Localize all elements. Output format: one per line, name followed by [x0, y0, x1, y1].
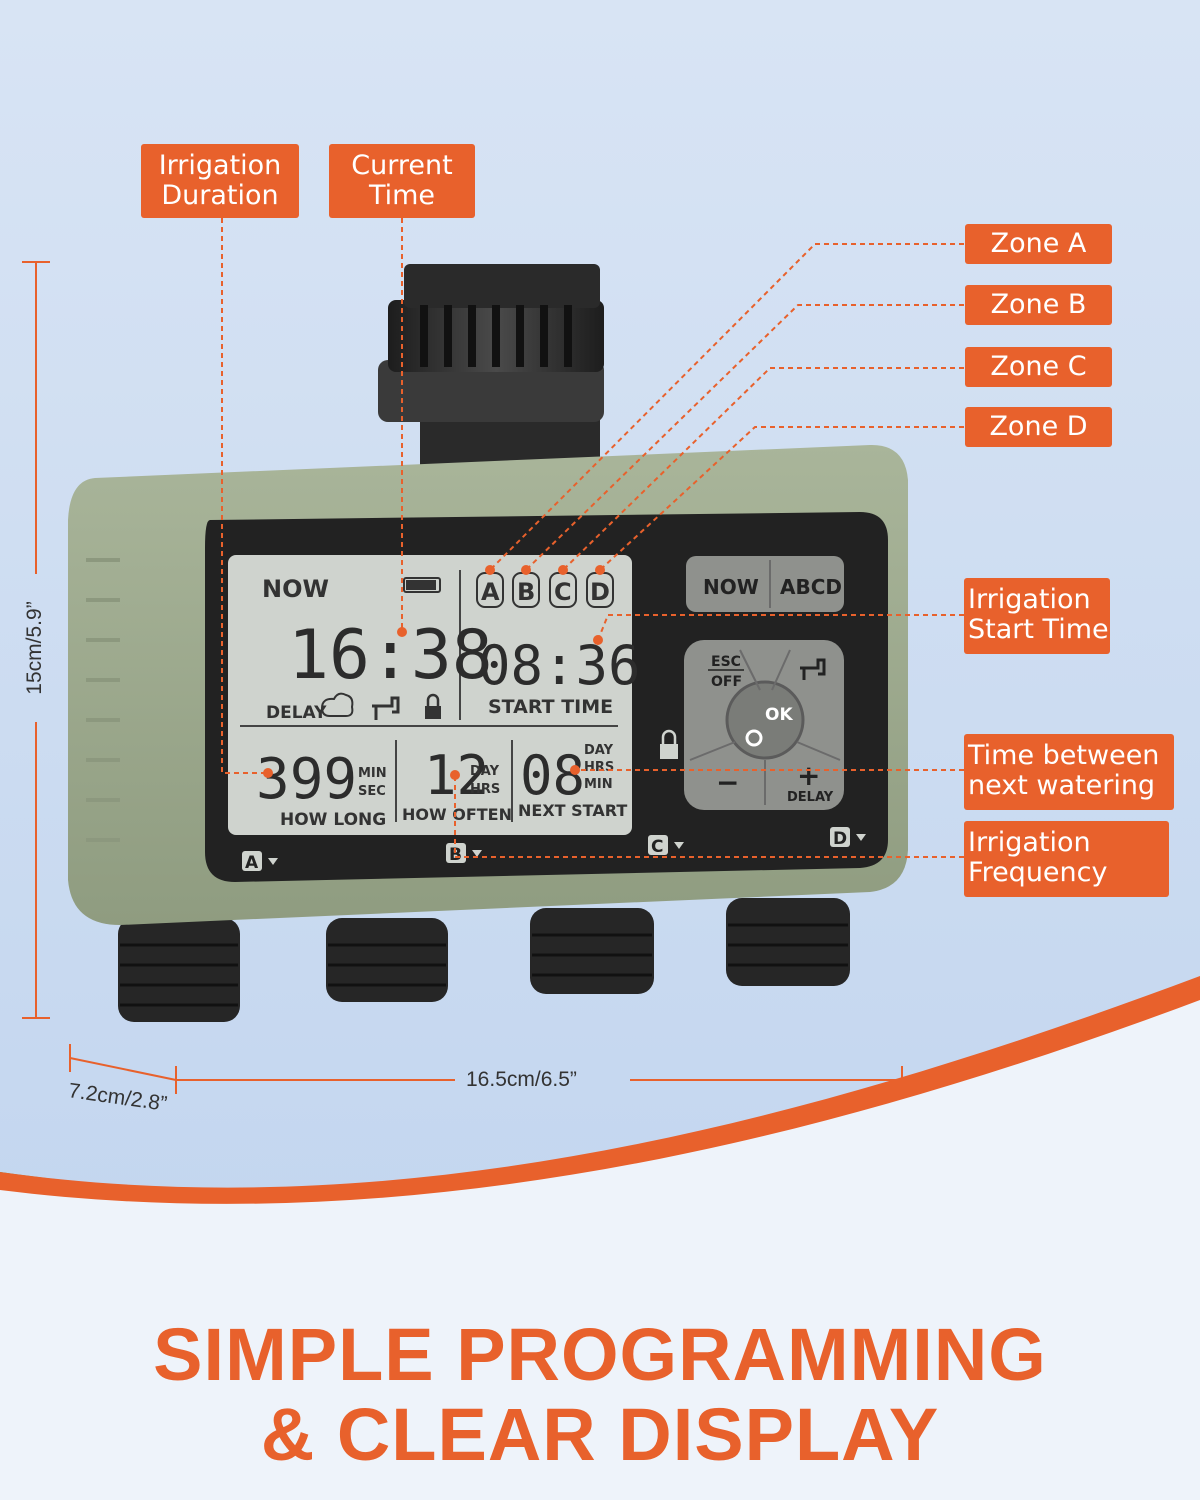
- outlet-marker-a: A: [245, 853, 259, 873]
- outlet-marker-b: B: [449, 845, 462, 865]
- callout-zone-b: Zone B: [965, 285, 1112, 325]
- lcd-dividers: [240, 570, 618, 822]
- lcd-duration: 399: [256, 747, 357, 812]
- minus-button-label[interactable]: −: [716, 766, 739, 799]
- lcd-unit-day: DAY: [470, 764, 500, 779]
- ok-label: OK: [765, 705, 793, 725]
- bottom-panel: [0, 1000, 1200, 1500]
- lcd-zone-c: C: [554, 578, 572, 606]
- delay-button-label: DELAY: [787, 790, 834, 805]
- manual-water-icon: [800, 658, 826, 680]
- outlet-connectors: [118, 898, 850, 1022]
- callout-zone-d: Zone D: [965, 407, 1112, 447]
- lcd-start-time: 08:36: [478, 634, 641, 697]
- lcd-now-label: NOW: [262, 575, 329, 603]
- lcd-unit-sec: SEC: [358, 784, 386, 799]
- off-label: OFF: [711, 674, 742, 690]
- lcd-unit-min: MIN: [358, 766, 387, 781]
- callout-current-time: Current Time: [329, 144, 475, 218]
- now-button-label: NOW: [703, 575, 759, 599]
- callout-irrigation-start-time: Irrigation Start Time: [964, 578, 1110, 654]
- esc-label: ESC: [711, 654, 741, 670]
- lcd-zone-b: B: [517, 578, 535, 606]
- callout-leader-lines: [221, 218, 964, 858]
- battery-icon: [403, 577, 441, 593]
- faucet-icon: [372, 696, 400, 720]
- now-abcd-button[interactable]: NOW ABCD: [686, 556, 844, 612]
- callout-irrigation-duration: Irrigation Duration: [141, 144, 299, 218]
- body-grip-ribs: [86, 558, 120, 842]
- lcd-next-start-label: NEXT START: [518, 801, 627, 820]
- lcd-clock: 16:38: [288, 616, 493, 695]
- headline-line-2: & CLEAR DISPLAY: [260, 1393, 940, 1476]
- height-dimension-label: 15cm/5.9”: [23, 601, 46, 695]
- panel-lock-icon: [660, 744, 678, 759]
- lcd-zone-d: D: [590, 578, 610, 606]
- outlet-marker-c: C: [651, 837, 663, 857]
- lcd-next-unit-hrs: HRS: [584, 760, 614, 775]
- abcd-button-label: ABCD: [780, 575, 842, 599]
- width-dimension-label: 16.5cm/6.5”: [466, 1068, 577, 1091]
- lcd-next-unit-min: MIN: [584, 777, 613, 792]
- control-pad[interactable]: ESC OFF OK − + DELAY: [684, 640, 844, 810]
- rain-delay-icon: [320, 692, 354, 717]
- lcd-next-unit-day: DAY: [584, 743, 614, 758]
- lcd-unit-hrs: HRS: [470, 782, 500, 797]
- plus-button-label[interactable]: +: [797, 759, 820, 792]
- lcd-zone-a: A: [481, 578, 500, 606]
- callout-irrigation-frequency: Irrigation Frequency: [964, 821, 1169, 897]
- settings-gear-icon: [745, 729, 763, 747]
- callout-zone-a: Zone A: [965, 224, 1112, 264]
- lock-icon: [425, 706, 441, 719]
- callout-anchors: [263, 565, 605, 780]
- callout-zone-c: Zone C: [965, 347, 1112, 387]
- headline-line-1: SIMPLE PROGRAMMING: [153, 1313, 1047, 1396]
- battery-level: [406, 580, 436, 590]
- outlet-markers: A B C D: [242, 827, 866, 873]
- lcd-start-time-label: START TIME: [488, 696, 613, 718]
- lcd-how-often-label: HOW OFTEN: [402, 805, 512, 824]
- lcd-how-long-label: HOW LONG: [280, 810, 386, 830]
- lcd-next-start: 08: [520, 744, 585, 807]
- lcd-delay-label: DELAY: [266, 703, 327, 723]
- dimension-lines: [22, 261, 903, 1094]
- callout-time-between: Time between next watering: [964, 734, 1174, 810]
- outlet-marker-d: D: [833, 829, 847, 849]
